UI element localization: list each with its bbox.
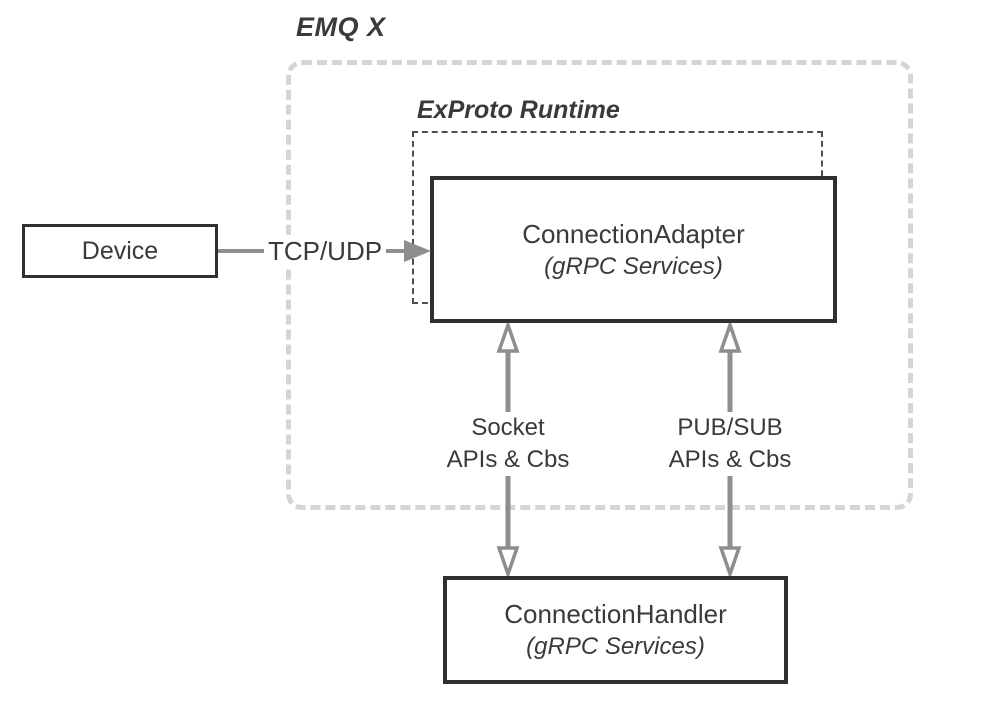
arrowhead-up-icon: [718, 323, 742, 353]
arrowhead-down-icon: [718, 546, 742, 576]
arrowhead-up-icon: [496, 323, 520, 353]
device-node: Device: [22, 224, 218, 278]
emqx-label: EMQ X: [296, 12, 386, 42]
exproto-runtime-label: ExProto Runtime: [417, 96, 620, 124]
socket-edge-label-line2: APIs & Cbs: [446, 446, 570, 473]
pubsub-edge-label: PUB/SUB APIs & Cbs: [640, 412, 820, 476]
connection-adapter-subtitle: (gRPC Services): [544, 252, 723, 280]
tcp-udp-edge-label: TCP/UDP: [264, 236, 386, 266]
socket-edge-label: Socket APIs & Cbs: [418, 412, 598, 476]
connection-adapter-title: ConnectionAdapter: [522, 218, 745, 249]
arrowhead-right-icon: [404, 240, 431, 262]
arrowhead-down-icon: [496, 546, 520, 576]
pubsub-edge-label-line2: APIs & Cbs: [668, 446, 792, 473]
emqx-boundary-box: [286, 60, 913, 510]
socket-edge-label-line1: Socket: [471, 414, 545, 441]
connection-adapter-node: ConnectionAdapter (gRPC Services): [430, 176, 837, 323]
connection-handler-title: ConnectionHandler: [504, 599, 727, 629]
pubsub-edge-label-line1: PUB/SUB: [677, 414, 783, 441]
connection-handler-node: ConnectionHandler (gRPC Services): [443, 576, 788, 684]
connection-handler-subtitle: (gRPC Services): [526, 633, 705, 660]
device-label: Device: [81, 237, 159, 265]
